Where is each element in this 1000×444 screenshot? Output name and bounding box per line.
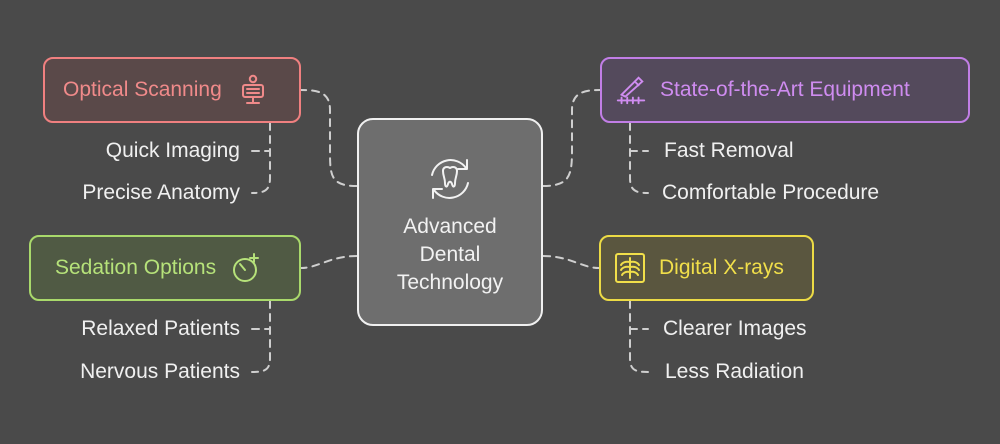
scanner-person-icon [236,73,270,107]
sedation-item-relaxed-patients: Relaxed Patients [81,317,240,340]
xrays-item-clearer-images: Clearer Images [663,317,807,340]
sedation-item-nervous-patients: Nervous Patients [80,360,240,383]
central-title: Advanced Dental Technology [396,215,504,294]
branch-title: Sedation Options [55,256,217,279]
connector-center-xrays [542,255,600,269]
branch-digital-x-rays: Digital X-rays [599,235,814,301]
equipment-item-comfortable-procedure: Comfortable Procedure [662,181,880,204]
connector-center-optical [300,89,358,187]
branch-title: Digital X-rays [659,256,784,279]
branch-title: State-of-the-Art Equipment [660,78,910,101]
xray-ribcage-icon [613,251,647,285]
central-topic: Advanced Dental Technology [357,118,543,326]
branch-state-of-the-art-equipment: State-of-the-Art Equipment [600,57,970,123]
timer-plus-icon [230,251,264,285]
connector-xrays-items [629,300,649,373]
optical-item-precise-anatomy: Precise Anatomy [82,181,240,204]
optical-item-quick-imaging: Quick Imaging [105,139,240,162]
branch-title: Optical Scanning [63,78,222,101]
connector-center-sedation [300,255,358,269]
connector-optical-items [251,122,271,194]
connector-sedation-items [251,300,271,373]
equipment-item-fast-removal: Fast Removal [664,139,794,162]
xrays-item-less-radiation: Less Radiation [665,360,804,383]
connector-equipment-items [629,122,649,194]
branch-sedation-options: Sedation Options [29,235,301,301]
tooth-cycle-icon [422,151,478,207]
connector-center-equipment [542,89,601,187]
scalpel-icon [614,73,648,107]
branch-optical-scanning: Optical Scanning [43,57,301,123]
